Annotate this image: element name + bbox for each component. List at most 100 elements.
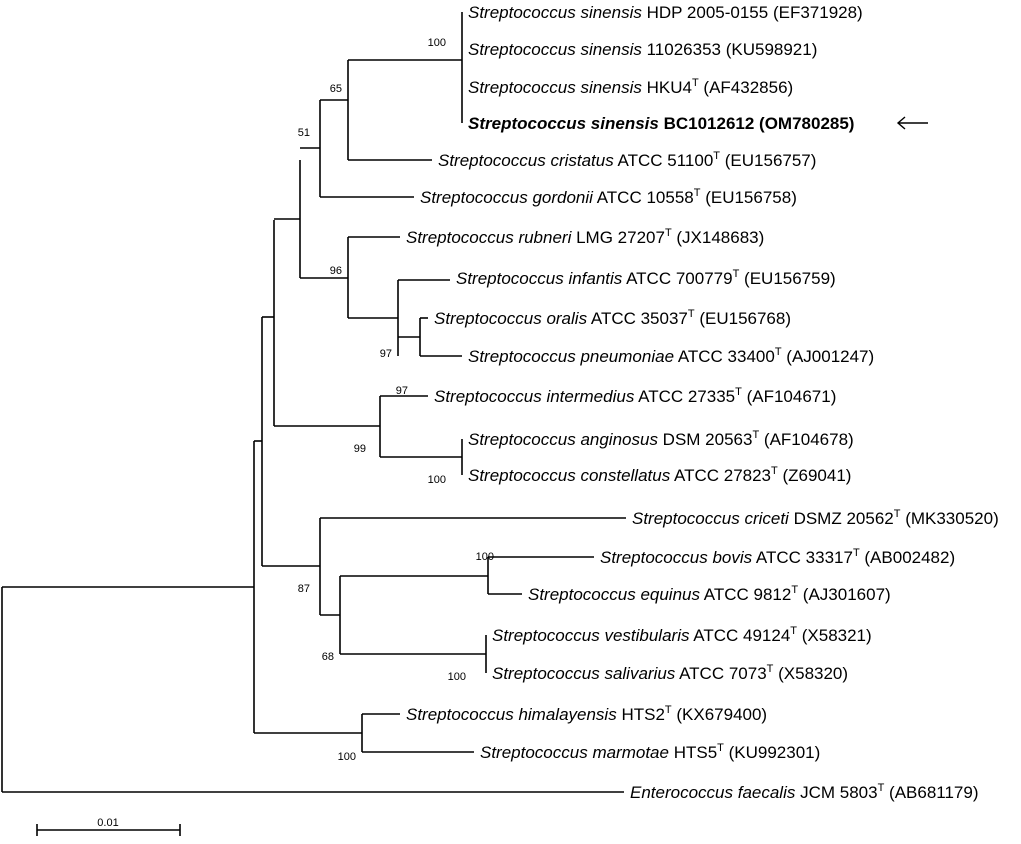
bootstrap-value-7: 100	[428, 474, 446, 486]
bootstrap-value-1: 65	[330, 83, 342, 95]
leaf-strain: HTS5	[669, 743, 717, 762]
leaf-species: Streptococcus cristatus	[438, 151, 614, 170]
leaf-type-superscript: T	[733, 268, 740, 280]
leaf-species: Streptococcus marmotae	[480, 743, 669, 762]
leaf-accession: (MK330520)	[900, 509, 998, 528]
leaf-species: Streptococcus infantis	[456, 269, 623, 288]
leaf-strain: ATCC 9812	[700, 585, 791, 604]
leaf-label-equinus: Streptococcus equinus ATCC 9812T (AJ3016…	[528, 584, 891, 604]
leaf-species: Streptococcus oralis	[434, 309, 588, 328]
leaf-type-superscript: T	[767, 663, 774, 675]
leaf-label-criceti: Streptococcus criceti DSMZ 20562T (MK330…	[632, 508, 999, 528]
leaf-species: Streptococcus himalayensis	[406, 705, 617, 724]
tree-branches	[1, 12, 626, 793]
leaf-accession: (KX679400)	[672, 705, 767, 724]
leaf-species: Streptococcus criceti	[632, 509, 790, 528]
bootstrap-value-3: 96	[330, 265, 342, 277]
leaf-strain: ATCC 49124	[689, 626, 790, 645]
leaf-accession: (AF104671)	[742, 387, 837, 406]
leaf-label-vestibularis: Streptococcus vestibularis ATCC 49124T (…	[492, 625, 872, 645]
leaf-strain: HTS2	[617, 705, 665, 724]
bootstrap-value-5: 97	[396, 385, 408, 397]
bootstrap-value-10: 68	[322, 651, 334, 663]
leaf-accession: (EU156758)	[700, 188, 796, 207]
leaf-type-superscript: T	[665, 227, 672, 239]
leaf-strain: ATCC 7073	[675, 664, 766, 683]
leaf-strain: ATCC 27823	[670, 466, 771, 485]
leaf-species: Streptococcus sinensis	[468, 3, 642, 22]
leaf-accession: (KU598921)	[721, 40, 817, 59]
leaf-accession: (EU156768)	[695, 309, 791, 328]
leaf-label-sinensis_bc: Streptococcus sinensis BC1012612 (OM7802…	[468, 114, 854, 133]
leaf-strain: HDP 2005-0155	[642, 3, 768, 22]
leaf-label-bovis: Streptococcus bovis ATCC 33317T (AB00248…	[600, 547, 955, 567]
leaf-type-superscript: T	[878, 782, 885, 794]
leaf-label-himalayensis: Streptococcus himalayensis HTS2T (KX6794…	[406, 704, 767, 724]
leaf-type-superscript: T	[771, 465, 778, 477]
leaf-species: Streptococcus bovis	[600, 548, 753, 567]
bootstrap-value-8: 87	[298, 583, 310, 595]
leaf-species: Streptococcus gordonii	[420, 188, 594, 207]
leaf-label-marmotae: Streptococcus marmotae HTS5T (KU992301)	[480, 742, 820, 762]
leaf-species: Streptococcus sinensis	[468, 78, 642, 97]
leaf-accession: (EF371928)	[768, 3, 863, 22]
leaf-strain: BC1012612	[659, 114, 754, 133]
leaf-type-superscript: T	[791, 584, 798, 596]
leaf-type-superscript: T	[894, 508, 901, 520]
leaf-accession: (AB002482)	[860, 548, 955, 567]
leaf-accession: (AJ301607)	[798, 585, 891, 604]
leaf-accession: (Z69041)	[778, 466, 852, 485]
arrow-head	[896, 116, 906, 130]
leaf-strain: ATCC 51100	[614, 151, 714, 170]
leaf-accession: (AJ001247)	[782, 347, 875, 366]
leaf-species: Streptococcus sinensis	[468, 40, 642, 59]
leaf-species: Streptococcus sinensis	[468, 114, 659, 133]
leaf-label-salivarius: Streptococcus salivarius ATCC 7073T (X58…	[492, 663, 848, 683]
leaf-strain: DSMZ 20562	[789, 509, 894, 528]
leaf-species: Streptococcus constellatus	[468, 466, 671, 485]
bootstrap-value-4: 97	[380, 348, 392, 360]
leaf-species: Enterococcus faecalis	[630, 783, 796, 802]
leaf-type-superscript: T	[665, 704, 672, 716]
leaf-label-cristatus: Streptococcus cristatus ATCC 51100T (EU1…	[438, 150, 816, 170]
leaf-label-rubneri: Streptococcus rubneri LMG 27207T (JX1486…	[406, 227, 764, 247]
leaf-species: Streptococcus intermedius	[434, 387, 635, 406]
leaf-strain: ATCC 27335	[634, 387, 735, 406]
leaf-accession: (KU992301)	[724, 743, 820, 762]
leaf-type-superscript: T	[692, 77, 699, 89]
leaf-accession: (X58320)	[773, 664, 848, 683]
leaf-strain: HKU4	[642, 78, 692, 97]
leaf-strain: JCM 5803	[795, 783, 877, 802]
leaf-accession: (AF104678)	[759, 430, 854, 449]
leaf-label-sinensis_hku4: Streptococcus sinensis HKU4T (AF432856)	[468, 77, 793, 97]
scale-bar: 0.01	[36, 817, 181, 836]
leaf-type-superscript: T	[735, 386, 742, 398]
bootstrap-value-0: 100	[428, 37, 446, 49]
bootstrap-value-2: 51	[298, 127, 310, 139]
leaf-accession: (JX148683)	[672, 228, 765, 247]
leaf-type-superscript: T	[713, 150, 720, 162]
leaf-label-oralis: Streptococcus oralis ATCC 35037T (EU1567…	[434, 308, 791, 328]
leaf-species: Streptococcus salivarius	[492, 664, 676, 683]
leaf-strain: LMG 27207	[571, 228, 665, 247]
leaf-strain: 11026353	[642, 40, 721, 59]
leaf-type-superscript: T	[853, 547, 860, 559]
leaf-accession: (X58321)	[797, 626, 872, 645]
leaf-strain: ATCC 700779	[622, 269, 732, 288]
leaf-label-sinensis_110: Streptococcus sinensis 11026353 (KU59892…	[468, 40, 817, 59]
leaf-strain: DSM 20563	[658, 430, 753, 449]
leaf-strain: ATCC 33317	[752, 548, 853, 567]
leaf-labels: Streptococcus sinensis HDP 2005-0155 (EF…	[406, 3, 999, 802]
leaf-label-intermedius: Streptococcus intermedius ATCC 27335T (A…	[434, 386, 836, 406]
leaf-species: Streptococcus vestibularis	[492, 626, 690, 645]
leaf-label-faecalis: Enterococcus faecalis JCM 5803T (AB68117…	[630, 782, 979, 802]
leaf-label-pneumoniae: Streptococcus pneumoniae ATCC 33400T (AJ…	[468, 346, 874, 366]
bootstrap-value-9: 100	[476, 551, 494, 563]
leaf-species: Streptococcus rubneri	[406, 228, 573, 247]
leaf-type-superscript: T	[694, 187, 701, 199]
bootstrap-value-11: 100	[448, 671, 466, 683]
leaf-accession: (EU156759)	[739, 269, 835, 288]
leaf-strain: ATCC 35037	[587, 309, 688, 328]
